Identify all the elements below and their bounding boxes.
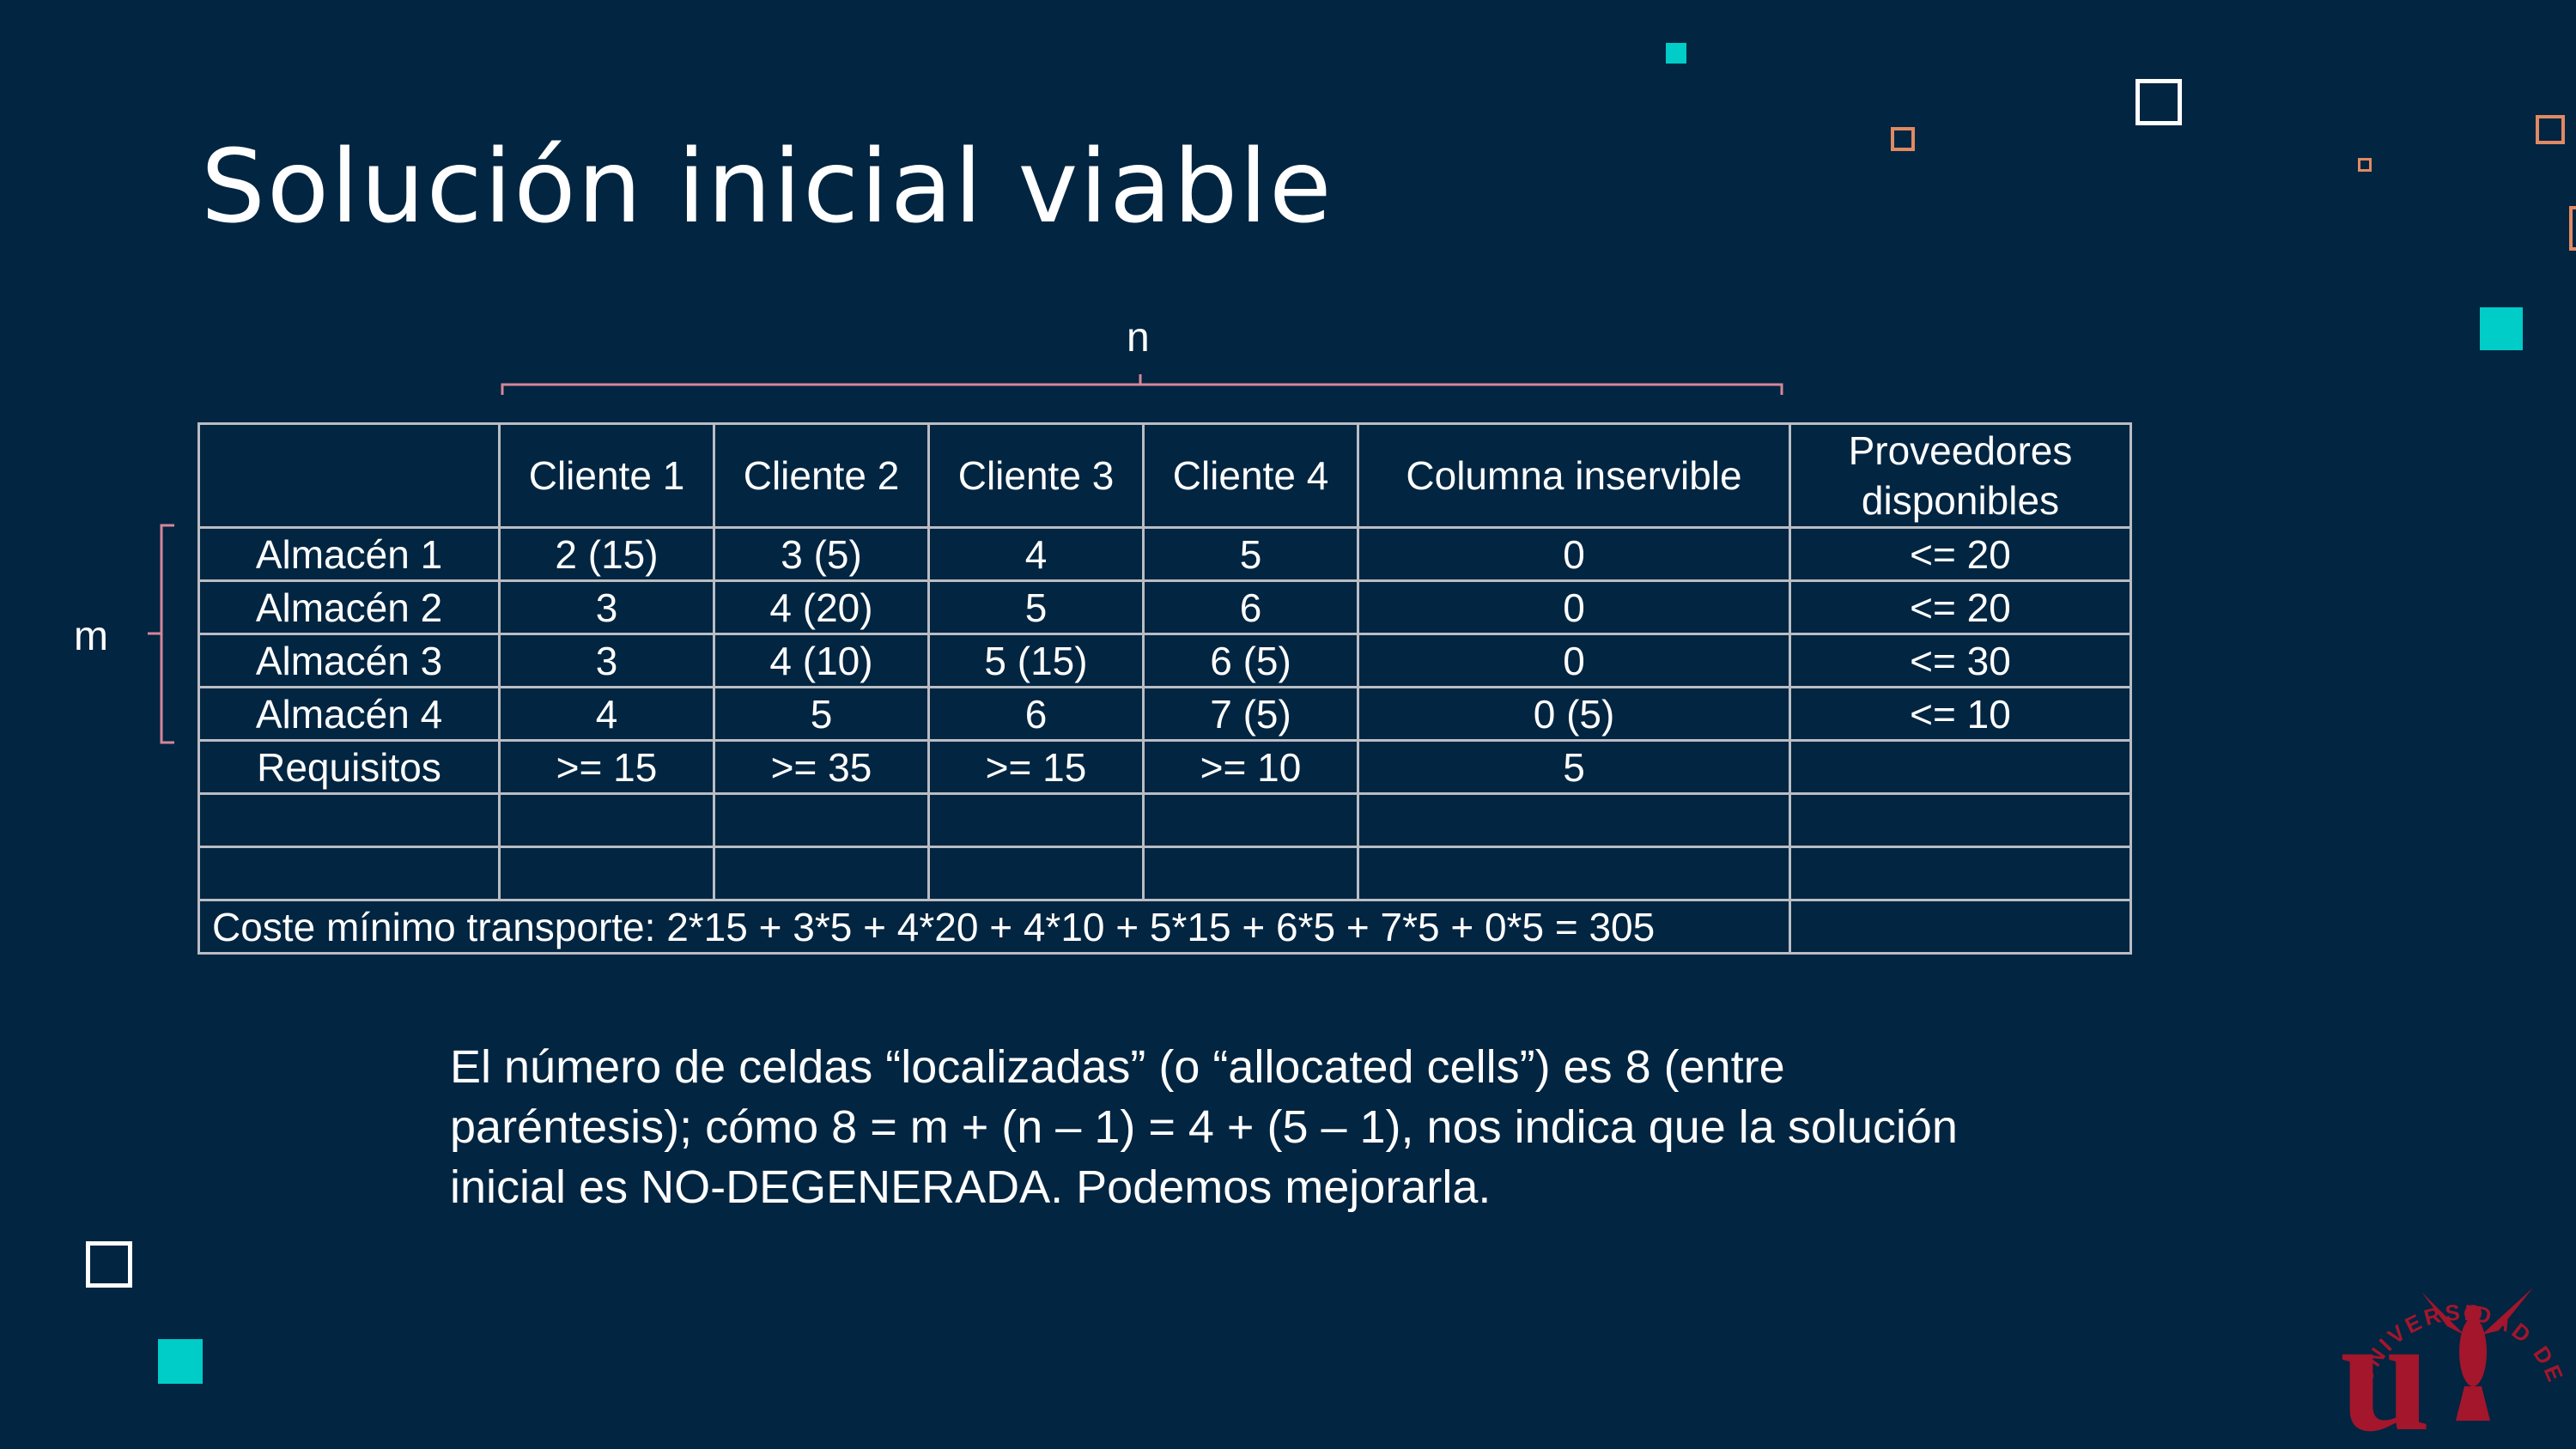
table-cell: [927, 846, 1145, 901]
table-cell: 4: [498, 686, 715, 742]
transport-table: Cliente 1 Cliente 2 Cliente 3 Cliente 4 …: [197, 422, 2132, 955]
table-cell: 0: [1357, 579, 1791, 635]
table-row: Requisitos >= 15 >= 35 >= 15 >= 10 5: [197, 739, 2132, 795]
table-cell: 0: [1357, 526, 1791, 582]
logo-letter: u: [2340, 1285, 2431, 1438]
n-label: n: [1127, 315, 1150, 361]
cost-row: Coste mínimo transporte: 2*15 + 3*5 + 4*…: [197, 899, 2132, 955]
table-cell: 4 (10): [713, 633, 930, 688]
decor-square-teal: [2480, 307, 2523, 350]
table-cell: 7 (5): [1142, 686, 1359, 742]
n-brace: [501, 374, 1783, 395]
decor-square-teal: [1666, 43, 1686, 64]
table-cell: 3: [498, 579, 715, 635]
table-cell: 5: [1142, 526, 1359, 582]
table-cell: 5 (15): [927, 633, 1145, 688]
table-cell: [927, 792, 1145, 848]
table-cell: 6 (5): [1142, 633, 1359, 688]
table-cell: 6: [927, 686, 1145, 742]
table-cell: <= 20: [1789, 579, 2132, 635]
header-cell: Cliente 4: [1142, 422, 1359, 529]
header-cell: Cliente 3: [927, 422, 1145, 529]
cost-summary: Coste mínimo transporte: 2*15 + 3*5 + 4*…: [197, 899, 1791, 955]
m-brace: [148, 524, 174, 744]
table-cell: [498, 846, 715, 901]
decor-square-orange: [2569, 206, 2576, 251]
decor-square-teal: [158, 1339, 203, 1384]
table-cell: >= 35: [713, 739, 930, 795]
decor-square-orange: [1891, 127, 1915, 151]
table-row: Almacén 2 3 4 (20) 5 6 0 <= 20: [197, 579, 2132, 635]
row-label: Almacén 3: [197, 633, 501, 688]
table-cell: [1142, 846, 1359, 901]
header-cell-empty: [197, 422, 501, 529]
table-cell: [197, 792, 501, 848]
row-label: Almacén 2: [197, 579, 501, 635]
table-cell: 5: [1357, 739, 1791, 795]
decor-square-orange: [2358, 158, 2372, 172]
header-cell: Cliente 1: [498, 422, 715, 529]
table-cell: [1357, 792, 1791, 848]
table-cell: 3 (5): [713, 526, 930, 582]
header-cell: Cliente 2: [713, 422, 930, 529]
table-cell: [197, 846, 501, 901]
table-row: Almacén 3 3 4 (10) 5 (15) 6 (5) 0 <= 30: [197, 633, 2132, 688]
decor-square-white: [86, 1241, 132, 1288]
table-cell: 2 (15): [498, 526, 715, 582]
table-cell: 4: [927, 526, 1145, 582]
table-cell: [1357, 846, 1791, 901]
table-cell: [1789, 739, 2132, 795]
table-cell: <= 20: [1789, 526, 2132, 582]
table-cell: 5: [713, 686, 930, 742]
table-cell: >= 10: [1142, 739, 1359, 795]
table-row: [197, 792, 2132, 848]
table-cell: [1789, 792, 2132, 848]
table-cell: [498, 792, 715, 848]
table-cell: <= 30: [1789, 633, 2132, 688]
angel-figure-icon: [2421, 1288, 2533, 1421]
universidad-de-sevilla-logo: UNIVERSIDAD DE SEVILLA u: [2336, 1223, 2567, 1438]
row-label: Almacén 4: [197, 686, 501, 742]
table-cell: [1142, 792, 1359, 848]
slide-title: Solución inicial viable: [201, 127, 1334, 246]
decor-square-orange: [2536, 115, 2565, 144]
table-header-row: Cliente 1 Cliente 2 Cliente 3 Cliente 4 …: [197, 422, 2132, 529]
table-cell: >= 15: [927, 739, 1145, 795]
table-cell: 5: [927, 579, 1145, 635]
decor-square-white: [2136, 79, 2182, 125]
table-row: Almacén 4 4 5 6 7 (5) 0 (5) <= 10: [197, 686, 2132, 742]
table-row: Almacén 1 2 (15) 3 (5) 4 5 0 <= 20: [197, 526, 2132, 582]
header-cell: Proveedores disponibles: [1789, 422, 2132, 529]
table-cell: <= 10: [1789, 686, 2132, 742]
table-cell: 4 (20): [713, 579, 930, 635]
table-cell: 3: [498, 633, 715, 688]
table-cell: 0: [1357, 633, 1791, 688]
table-cell: >= 15: [498, 739, 715, 795]
table-cell: [713, 792, 930, 848]
m-label: m: [74, 614, 108, 659]
row-label: Requisitos: [197, 739, 501, 795]
table-cell: [1789, 899, 2132, 955]
row-label: Almacén 1: [197, 526, 501, 582]
table-cell: 0 (5): [1357, 686, 1791, 742]
header-cell: Columna inservible: [1357, 422, 1791, 529]
explanation-paragraph: El número de celdas “localizadas” (o “al…: [450, 1041, 1958, 1213]
table-cell: [713, 846, 930, 901]
table-cell: 6: [1142, 579, 1359, 635]
table-cell: [1789, 846, 2132, 901]
table-row: [197, 846, 2132, 901]
